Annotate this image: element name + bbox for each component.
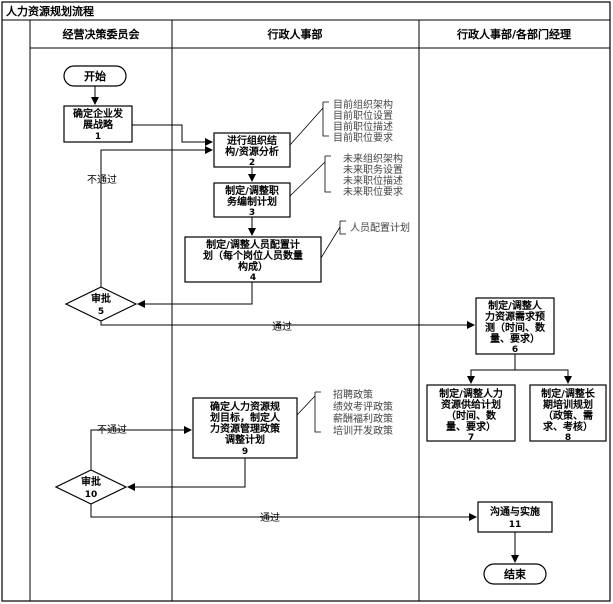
svg-text:力资源需求预: 力资源需求预 [485,310,545,323]
svg-text:未来职务设置: 未来职务设置 [343,163,403,176]
label-pass-1: 通过 [272,320,292,333]
svg-text:构/资源分析: 构/资源分析 [225,145,279,158]
svg-text:招聘政策: 招聘政策 [333,388,373,401]
svg-text:培训开发政策: 培训开发政策 [333,424,393,437]
decision-10-approval: 审批 10 [54,469,128,505]
svg-text:制定/调整职: 制定/调整职 [225,184,279,197]
note-hr-policies: 招聘政策 绩效考评政策 薪酬福利政策 培训开发政策 [333,388,393,437]
svg-text:绩效考评政策: 绩效考评政策 [333,400,393,413]
lane-header-committee: 经营决策委员会 [63,27,141,41]
svg-text:制定/调整人: 制定/调整人 [488,299,543,312]
svg-text:目前职位描述: 目前职位描述 [333,120,393,133]
svg-text:8: 8 [565,433,571,443]
svg-text:11: 11 [509,520,522,530]
svg-text:测（时间、数: 测（时间、数 [485,321,546,334]
svg-text:量、要求）: 量、要求） [446,420,496,433]
svg-text:3: 3 [249,208,255,218]
edge-10-9-reject [90,426,192,470]
svg-text:5: 5 [98,307,104,317]
node-8-training-plan: 制定/调整长 期培训规划 （政策、需 求、考核） 8 [529,384,607,443]
edge-1-2 [132,124,213,146]
node-1-strategy: 确定企业发 展战略 1 [63,105,133,143]
svg-text:制定/调整人员配置计: 制定/调整人员配置计 [206,238,300,251]
svg-text:划目标，制定人: 划目标，制定人 [210,411,281,424]
lane-header-hr-managers: 行政人事部/各部门经理 [456,27,571,41]
connectors [90,86,572,563]
svg-text:1: 1 [95,132,101,142]
svg-text:未来职位描述: 未来职位描述 [343,174,403,187]
svg-text:未来职位要求: 未来职位要求 [343,185,403,198]
svg-text:9: 9 [242,447,248,457]
svg-text:沟通与实施: 沟通与实施 [490,505,540,518]
edge-6-7 [467,354,516,384]
svg-text:力资源管理政策: 力资源管理政策 [210,422,281,435]
svg-text:构成）: 构成） [238,260,268,273]
edge-9-10 [127,458,246,491]
svg-text:2: 2 [249,158,255,168]
note-current-structure: 目前组织架构 目前职位设置 目前职位描述 目前职位要求 [333,98,393,144]
node-11-communication: 沟通与实施 11 [477,501,553,533]
edge-6-8 [515,369,572,384]
note-staffing-plan: 人员配置计划 [350,221,410,234]
edge-5-6-pass [100,321,475,329]
svg-text:务编制计划: 务编制计划 [227,195,277,208]
svg-text:目前职位要求: 目前职位要求 [333,131,393,144]
svg-text:确定企业发: 确定企业发 [73,107,124,120]
edge-4-5 [137,282,253,308]
svg-text:未来组织架构: 未来组织架构 [343,152,403,165]
svg-text:量、要求）: 量、要求） [490,332,540,345]
svg-text:4: 4 [250,273,256,283]
note-future-structure: 未来组织架构 未来职务设置 未来职位描述 未来职位要求 [343,152,403,198]
svg-text:目前职位设置: 目前职位设置 [333,109,393,122]
svg-text:制定/调整长: 制定/调整长 [541,387,596,400]
label-reject-2: 不通过 [97,423,127,436]
svg-text:审批: 审批 [91,292,111,305]
node-3-job-plan: 制定/调整职 务编制计划 3 [213,182,291,218]
svg-text:制定/调整人力: 制定/调整人力 [439,387,503,400]
edge-5-2-reject [100,146,213,287]
svg-text:结束: 结束 [503,567,527,581]
svg-text:薪酬福利政策: 薪酬福利政策 [333,412,393,425]
page-title: 人力资源规划流程 [6,4,94,18]
svg-text:期培训规划: 期培训规划 [543,398,593,411]
svg-text:求、考核）: 求、考核） [543,420,593,433]
node-2-org-analysis: 进行组织结 构/资源分析 2 [213,132,291,168]
svg-text:划（每个岗位人员数量: 划（每个岗位人员数量 [203,249,303,262]
edge-10-11-pass [90,504,477,521]
decision-5-approval: 审批 5 [64,286,138,322]
svg-text:审批: 审批 [81,475,101,488]
bracket-c [320,220,346,259]
svg-text:进行组织结: 进行组织结 [227,134,277,147]
node-6-demand-forecast: 制定/调整人 力资源需求预 测（时间、数 量、要求） 6 [475,297,555,355]
svg-text:确定人力资源规: 确定人力资源规 [210,400,280,413]
svg-text:7: 7 [468,433,474,443]
node-7-supply-plan: 制定/调整人力 资源供给计划 （时间、数 量、要求） 7 [426,384,516,443]
svg-text:目前组织架构: 目前组织架构 [333,98,393,111]
bracket-b [289,155,331,197]
bracket-d [296,391,321,433]
label-reject-1: 不通过 [87,173,117,186]
end-node: 结束 [483,563,547,585]
svg-text:（时间、数: （时间、数 [446,409,497,422]
svg-text:10: 10 [85,490,98,500]
svg-text:开始: 开始 [84,69,106,83]
svg-text:资源供给计划: 资源供给计划 [441,398,501,411]
svg-text:（政策、需: （政策、需 [543,409,593,422]
svg-text:调整计划: 调整计划 [225,433,265,446]
node-4-staffing-plan: 制定/调整人员配置计 划（每个岗位人员数量 构成） 4 [184,236,322,283]
node-9-hr-goals: 确定人力资源规 划目标，制定人 力资源管理政策 调整计划 9 [192,397,298,459]
start-node: 开始 [63,65,127,87]
bracket-a [289,101,329,146]
annotation-brackets [289,101,346,433]
label-pass-2: 通过 [260,511,280,524]
lane-header-hr: 行政人事部 [267,27,323,41]
svg-text:6: 6 [512,345,518,355]
svg-text:人员配置计划: 人员配置计划 [350,221,410,234]
svg-text:展战略: 展战略 [83,118,114,131]
